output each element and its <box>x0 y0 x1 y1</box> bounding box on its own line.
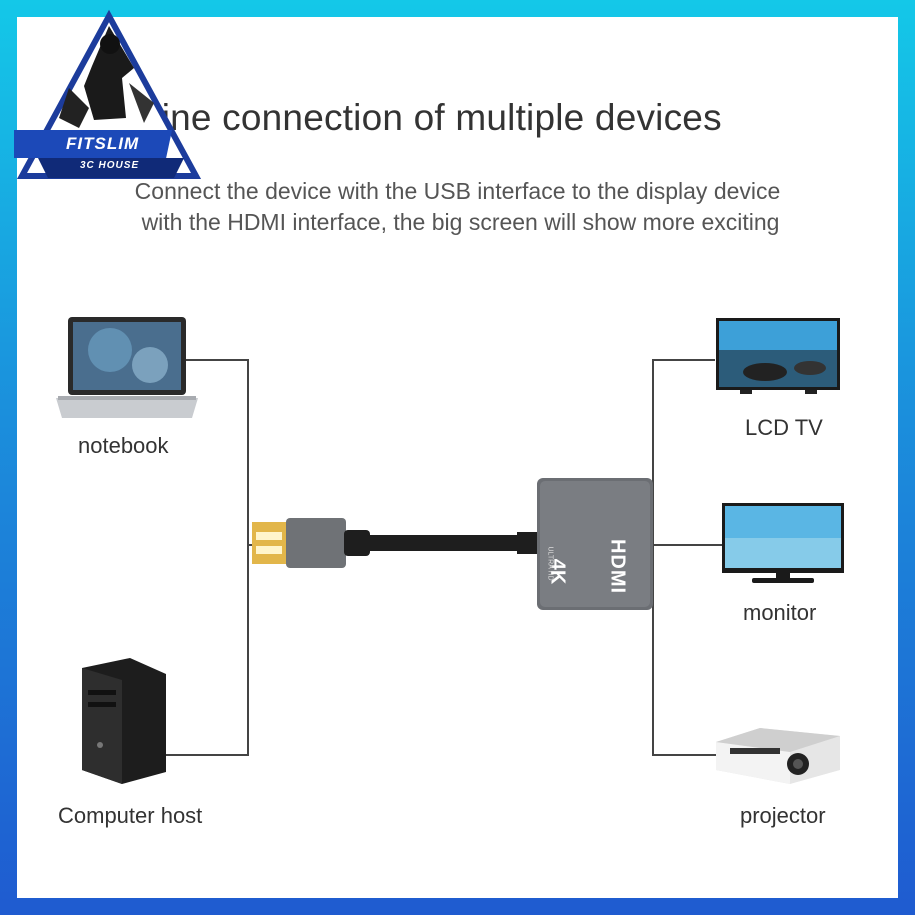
left-connector-lines <box>165 360 256 755</box>
desktop-tower-icon <box>82 658 166 784</box>
computer-host-label: Computer host <box>58 803 202 829</box>
monitor-icon <box>722 503 844 583</box>
subtitle-line-2: with the HDMI interface, the big screen … <box>3 209 915 236</box>
store-logo: FITSLIM 3C HOUSE <box>14 8 204 188</box>
adapter-badge-sub-text: ULTRA HD <box>547 546 554 580</box>
page-title: e-line connection of multiple devices <box>120 97 900 139</box>
adapter-hdmi-brand: HDMI <box>606 532 629 602</box>
adapter-brand-text: HDMI <box>607 539 629 594</box>
logo-tagline-text: 3C HOUSE <box>80 160 139 171</box>
projector-icon <box>716 728 840 784</box>
usb-cable <box>252 518 539 568</box>
projector-label: projector <box>740 803 826 829</box>
left-bracket-line <box>165 360 248 755</box>
right-bracket-line <box>653 360 720 755</box>
right-connector-lines <box>653 360 722 755</box>
tv-icon <box>716 318 840 394</box>
notebook-label: notebook <box>78 433 169 459</box>
monitor-label: monitor <box>743 600 816 626</box>
logo-brand-text: FITSLIM <box>66 134 139 154</box>
lcd-tv-label: LCD TV <box>745 415 823 441</box>
adapter-ultra-hd: ULTRA HD <box>547 534 554 594</box>
laptop-icon <box>56 317 198 418</box>
